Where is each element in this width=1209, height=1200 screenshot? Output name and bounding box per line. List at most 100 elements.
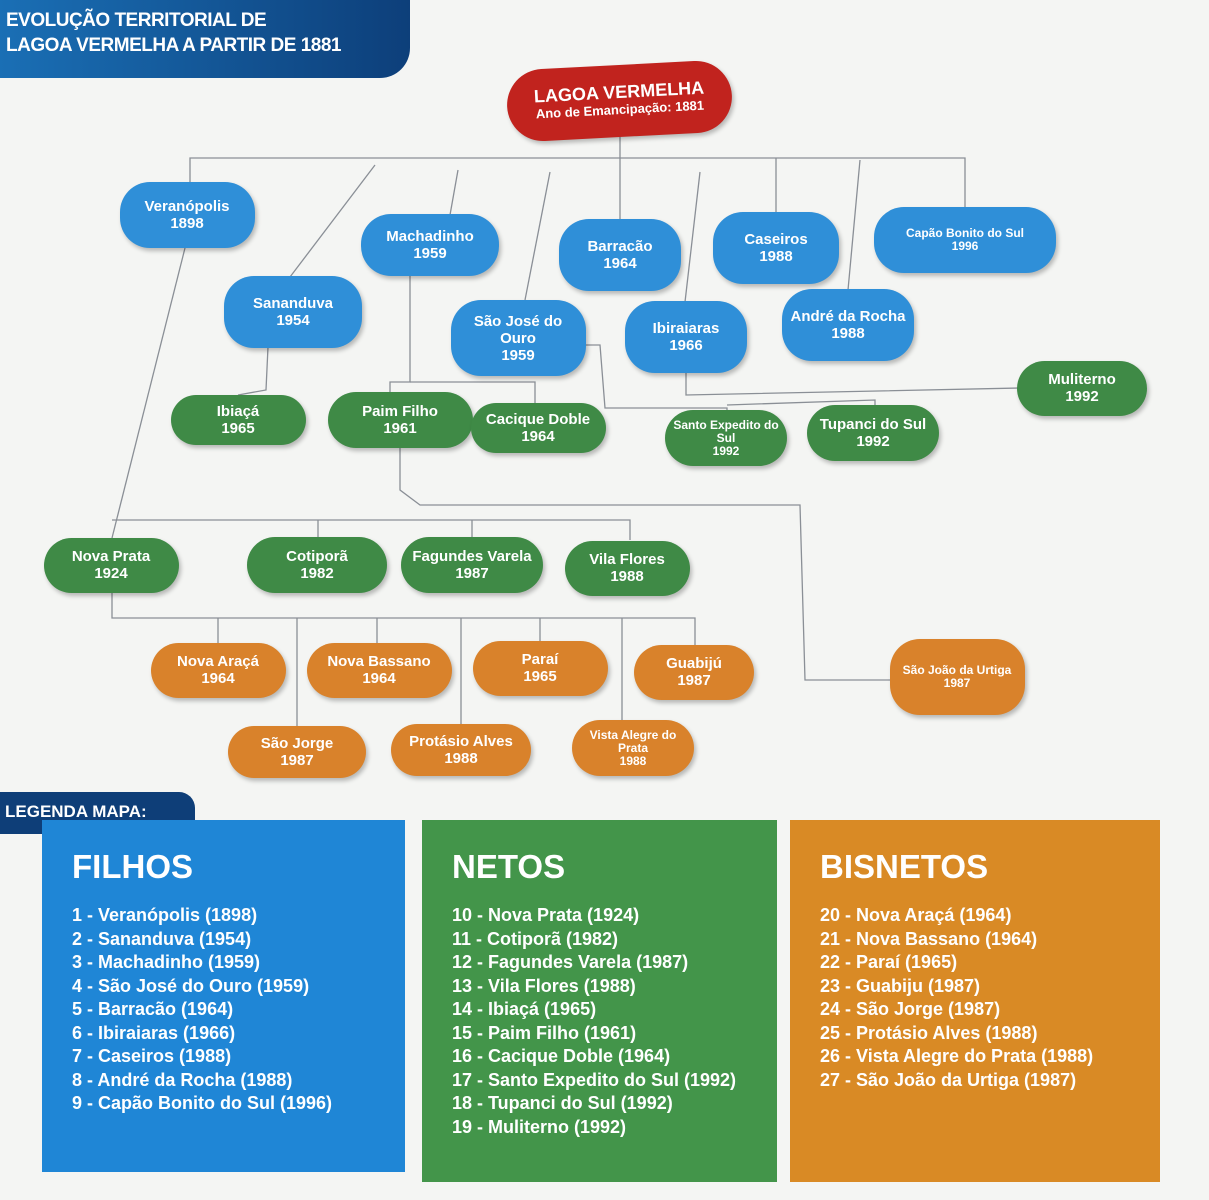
legend-item: 21 - Nova Bassano (1964) [820, 928, 1038, 949]
node-name: Caseiros [744, 231, 808, 248]
node-name: Protásio Alves [409, 733, 513, 750]
node-year: 1954 [276, 312, 310, 329]
root-node-lagoa-vermelha: LAGOA VERMELHA Ano de Emancipação: 1881 [505, 59, 734, 143]
legend-item: 11 - Cotiporã (1982) [452, 928, 619, 949]
connector-ibiraiaras-muliterno [685, 372, 1021, 396]
node-name: Barracão [587, 238, 653, 255]
node-year: 1961 [383, 420, 417, 437]
node-name: Machadinho [386, 228, 474, 245]
connector-paim-cacique [410, 381, 536, 403]
node-year: 1987 [280, 752, 314, 769]
connector-nova-prata-bus [112, 519, 631, 540]
legend-item: 26 - Vista Alegre do Prata (1988) [820, 1046, 1094, 1066]
node-name: Guabijú [666, 655, 722, 672]
legend-item: 24 - São Jorge (1987) [820, 999, 1001, 1019]
connector-root-bus-right [620, 157, 966, 208]
node-name: Veranópolis [144, 198, 230, 215]
connector-paim-urtiga [399, 448, 890, 681]
node-year: 1959 [413, 245, 447, 262]
legend-item: 23 - Guabiju (1987) [820, 975, 981, 996]
legend-item: 22 - Paraí (1965) [820, 952, 958, 972]
connector-root-bus [189, 135, 621, 185]
legend-item: 27 - São João da Urtiga (1987) [820, 1069, 1077, 1090]
legend-item: 3 - Machadinho (1959) [72, 952, 261, 972]
node-name: Fagundes Varela [412, 548, 532, 565]
connector-sjo-netos [585, 344, 728, 411]
legend-item: 16 - Cacique Doble (1964) [452, 1046, 671, 1066]
node-name: Ibiaçá [216, 403, 260, 420]
node-year: 1988 [610, 568, 644, 585]
title-line-2: LAGOA VERMELHA A PARTIR DE 1881 [6, 35, 342, 56]
connector-machadinho [449, 169, 459, 216]
node-name: São José do Ouro [473, 312, 563, 347]
legend-filhos-list: 1 - Veranópolis (1898) 2 - Sananduva (195… [72, 904, 385, 1116]
legend-item: 14 - Ibiaçá (1965) [452, 999, 597, 1019]
connector-lines [111, 135, 1021, 727]
node-name: São João da Urtiga [902, 663, 1012, 677]
legend-bisnetos-list: 20 - Nova Araçá (1964) 21 - Nova Bassano … [820, 904, 1140, 1092]
legend-netos-title: NETOS [452, 848, 566, 885]
legend-filhos-title: FILHOS [72, 848, 193, 885]
node-name: Santo Expedito do Sul [673, 417, 779, 445]
node-year: 1988 [444, 750, 478, 767]
legend-item: 17 - Santo Expedito do Sul (1992) [452, 1069, 737, 1090]
legend-filhos: FILHOS 1 - Veranópolis (1898) 2 - Sanandu… [42, 820, 405, 1172]
node-year: 1992 [856, 433, 890, 450]
connector-sjo-tupanci [726, 399, 876, 406]
node-year: 1965 [523, 668, 557, 685]
node-name: Vista Alegre do Prata [589, 727, 677, 755]
node-year: 1992 [712, 443, 740, 458]
legend-item: 6 - Ibiraiaras (1966) [72, 1022, 236, 1043]
legend-bisnetos: BISNETOS 20 - Nova Araçá (1964) 21 - Nova… [790, 820, 1160, 1182]
node-name: André da Rocha [790, 308, 906, 325]
node-year: 1982 [300, 565, 334, 582]
node-year: 1988 [831, 325, 865, 342]
connector-veranopolis-down [111, 247, 186, 539]
legend-item: 1 - Veranópolis (1898) [72, 905, 258, 925]
legend-netos: NETOS 10 - Nova Prata (1924)11 - Cotipor… [422, 820, 777, 1182]
node-name: Nova Bassano [327, 653, 431, 670]
node-year: 1959 [501, 346, 535, 364]
legend-item: 18 - Tupanci do Sul (1992) [452, 1093, 673, 1113]
connector-andre [847, 159, 861, 291]
legend-item: 20 - Nova Araçá (1964) [820, 905, 1012, 925]
node-year: 1988 [619, 753, 647, 768]
legend-item: 5 - Barracão (1964) [72, 999, 234, 1019]
legend-item: 19 - Muliterno (1992) [452, 1116, 627, 1137]
connector-machadinho-paim [389, 275, 411, 393]
legend-item: 2 - Sananduva (1954) [72, 928, 252, 949]
node-name: Nova Araçá [177, 653, 259, 670]
node-name: São Jorge [260, 735, 334, 752]
node-name: Paraí [521, 651, 559, 668]
node-name: Cacique Doble [485, 411, 591, 428]
node-year: 1964 [201, 670, 235, 687]
node-year: 1964 [603, 255, 637, 272]
legend-item: 8 - André da Rocha (1988) [72, 1069, 293, 1090]
node-name: Tupanci do Sul [819, 416, 927, 433]
legend-bisnetos-title: BISNETOS [820, 848, 989, 885]
node-name: Vila Flores [589, 551, 665, 568]
node-year: 1987 [943, 676, 971, 690]
node-year: 1996 [951, 239, 979, 253]
legend-netos-list: 10 - Nova Prata (1924)11 - Cotiporã (198… [452, 904, 757, 1139]
legend-item: 25 - Protásio Alves (1988) [820, 1022, 1038, 1043]
